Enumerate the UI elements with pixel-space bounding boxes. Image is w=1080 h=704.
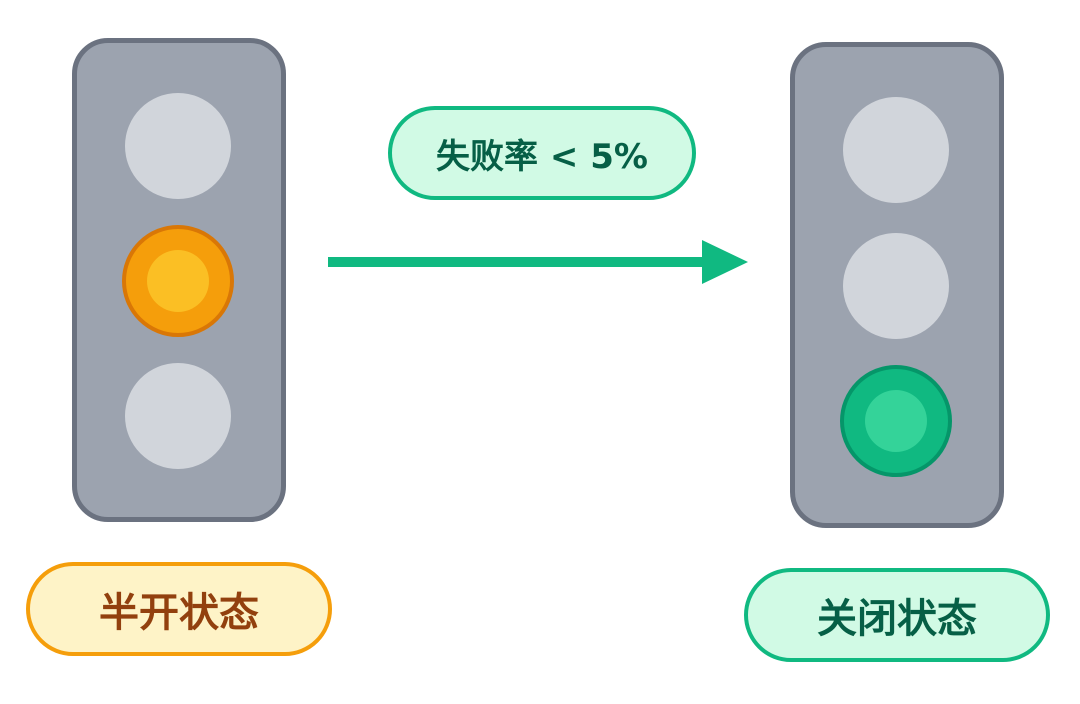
bottom-lamp-off (125, 363, 231, 469)
top-lamp-off (125, 93, 231, 199)
traffic-light-half-open (72, 38, 286, 522)
transition-arrow (328, 240, 748, 284)
middle-lamp-amber-lit (122, 225, 234, 337)
state-label-closed: 关闭状态 (744, 568, 1050, 662)
transition-condition-label: 失败率 < 5% (388, 106, 696, 200)
green-lamp-core (865, 390, 927, 452)
middle-lamp-off (843, 233, 949, 339)
amber-lamp-core (147, 250, 209, 312)
top-lamp-off (843, 97, 949, 203)
bottom-lamp-green-lit (840, 365, 952, 477)
traffic-light-closed (790, 42, 1004, 528)
arrow-head-icon (702, 240, 748, 284)
state-label-half-open: 半开状态 (26, 562, 332, 656)
